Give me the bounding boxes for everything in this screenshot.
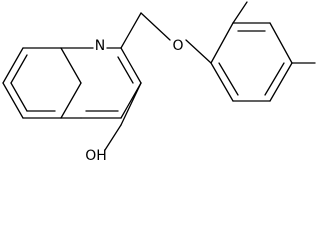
aryl-ring-bond — [210, 62, 234, 102]
c2-link-bond — [120, 12, 142, 49]
ch2-oh-bond — [104, 124, 122, 151]
benzo-ring-bond — [2, 47, 24, 84]
atom-label-ether-oxygen: O — [172, 38, 183, 54]
atom-label-hydroxyl: OH — [85, 148, 107, 164]
benzo-ring-bond — [2, 82, 24, 119]
aryl-ring-bond — [269, 22, 293, 64]
benzo-double-bond — [10, 54, 28, 84]
chemical-structure: N O OH — [2, 1, 316, 164]
ortho-methyl-bond — [232, 1, 248, 24]
aryl-ring-bond — [210, 22, 234, 64]
ring-fusion-bond — [60, 47, 82, 84]
ring-fusion-bond — [60, 82, 82, 119]
benzo-double-bond — [10, 82, 28, 112]
link-o-bond — [140, 12, 171, 41]
aryl-double-bond — [264, 62, 285, 96]
bond-layer — [2, 1, 316, 151]
pyridine-double-bond — [117, 56, 134, 84]
o-aryl-bond — [185, 39, 212, 64]
aryl-ring-bond — [269, 62, 293, 102]
ch2-bond — [120, 82, 142, 126]
atom-label-nitrogen: N — [95, 38, 105, 54]
structure-canvas: N O OH — [2, 1, 316, 164]
aryl-double-bond — [218, 62, 239, 96]
c2-c3-bond — [120, 47, 142, 84]
